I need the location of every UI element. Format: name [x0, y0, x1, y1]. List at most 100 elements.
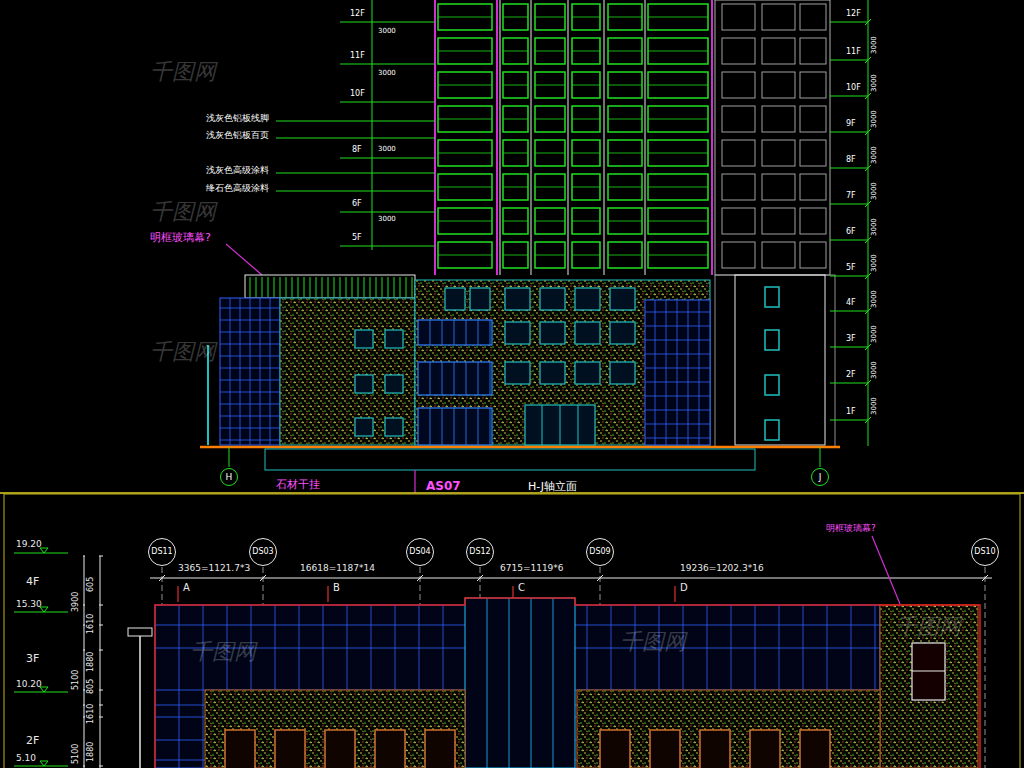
- tower-window: [503, 38, 528, 64]
- tower-window: [438, 72, 492, 98]
- window-mullion: [535, 17, 565, 18]
- dimension-tick: [477, 575, 483, 581]
- window-mullion: [608, 85, 642, 86]
- tower-window: [648, 208, 708, 234]
- dimension-text: 3000: [871, 218, 879, 236]
- tower-frame-line: [604, 0, 605, 275]
- material-note: 石材干挂: [276, 479, 320, 491]
- tower-window: [535, 242, 565, 268]
- stone-cladding: [880, 605, 978, 768]
- dimension-line: [150, 578, 992, 579]
- window-mullion: [648, 187, 708, 188]
- rear-tower-window: [762, 174, 795, 200]
- railing-bar: [412, 277, 413, 297]
- glass-mullion: [509, 598, 510, 768]
- glass-mullion: [666, 300, 667, 445]
- tower-window: [572, 174, 600, 200]
- window-mullion: [648, 17, 708, 18]
- floor-label: 8F: [352, 146, 362, 155]
- window-mullion: [572, 221, 600, 222]
- dimension-text: 3000: [871, 397, 879, 415]
- rear-tower-outline: [715, 275, 835, 447]
- dimension-tick: [83, 650, 85, 651]
- glass-transom: [220, 428, 280, 429]
- floor-label: 6F: [846, 228, 856, 237]
- podium-window: [540, 362, 565, 384]
- rear-tower-window: [800, 4, 826, 30]
- dimension-text: 3000: [871, 36, 879, 54]
- window-mullion: [648, 85, 708, 86]
- railing-bar: [358, 277, 359, 297]
- rear-tower-window: [800, 38, 826, 64]
- railing-bar: [346, 277, 347, 297]
- window-mullion: [503, 255, 528, 256]
- pipe-line: [139, 636, 141, 768]
- shop-opening: [425, 730, 455, 768]
- window-mullion: [608, 17, 642, 18]
- drawing-title: H-J轴立面: [528, 481, 577, 493]
- glass-transom: [645, 340, 710, 341]
- material-note: 绛石色高级涂料: [206, 184, 269, 194]
- dimension-tick: [83, 705, 85, 706]
- tower-edge-line: [711, 0, 713, 275]
- window-mullion: [608, 187, 642, 188]
- glass-mullion: [688, 300, 689, 445]
- axis-circle: DS09: [586, 538, 614, 566]
- window-band: [418, 408, 492, 445]
- core-window: [765, 420, 779, 440]
- window-mullion: [535, 119, 565, 120]
- dimension-text: 3000: [378, 28, 396, 36]
- glass-mullion: [677, 300, 678, 445]
- window-mullion: [648, 221, 708, 222]
- glass-transom: [645, 396, 710, 397]
- railing-bar: [256, 277, 257, 297]
- tower-edge-line: [496, 0, 498, 275]
- axis-line: [229, 447, 230, 467]
- shop-opening: [325, 730, 355, 768]
- dimension-tick: [260, 575, 266, 581]
- ground-line: [200, 446, 840, 449]
- lower-panel-frame: [4, 494, 1020, 768]
- tower-window: [648, 38, 708, 64]
- tower-window: [438, 38, 492, 64]
- tower-window: [648, 242, 708, 268]
- glass-mullion: [203, 605, 204, 768]
- window-mullion: [648, 153, 708, 154]
- glass-mullion: [466, 320, 467, 345]
- railing-bar: [376, 277, 377, 297]
- podium-window: [575, 362, 600, 384]
- floor-level-line: [830, 132, 868, 133]
- railing-bar: [388, 277, 389, 297]
- floor-label: 12F: [846, 10, 861, 19]
- podium-window: [505, 322, 530, 344]
- dimension-tick: [99, 625, 103, 626]
- rear-tower-window: [762, 4, 795, 30]
- floor-level-line: [340, 22, 435, 23]
- glass-transom: [645, 312, 710, 313]
- dimension-text: 3000: [871, 74, 879, 92]
- glass-transom: [645, 410, 710, 411]
- dimension-tick: [865, 273, 871, 279]
- level-value: 15.30: [16, 600, 42, 610]
- rear-tower-window: [800, 208, 826, 234]
- axis-label: DS12: [469, 548, 490, 556]
- leader-line: [276, 173, 435, 174]
- podium-window: [575, 322, 600, 344]
- rear-tower-window: [722, 140, 755, 166]
- podium-window: [385, 330, 403, 348]
- dimension-tick: [83, 717, 85, 718]
- floor-label: 12F: [350, 10, 365, 19]
- axis-label: H: [226, 473, 233, 482]
- glass-transom: [645, 354, 710, 355]
- dimension-tick: [865, 57, 871, 63]
- window-mullion: [572, 187, 600, 188]
- glass-curtain-wall: [220, 298, 280, 445]
- glass-transom: [220, 416, 280, 417]
- dimension-text: 3900: [72, 592, 81, 612]
- axis-label: DS04: [409, 548, 430, 556]
- glass-mullion: [531, 598, 532, 768]
- window-mullion: [503, 187, 528, 188]
- tower-frame-line: [645, 0, 646, 275]
- dimension-line: [100, 556, 101, 768]
- glass-mullion: [442, 362, 443, 395]
